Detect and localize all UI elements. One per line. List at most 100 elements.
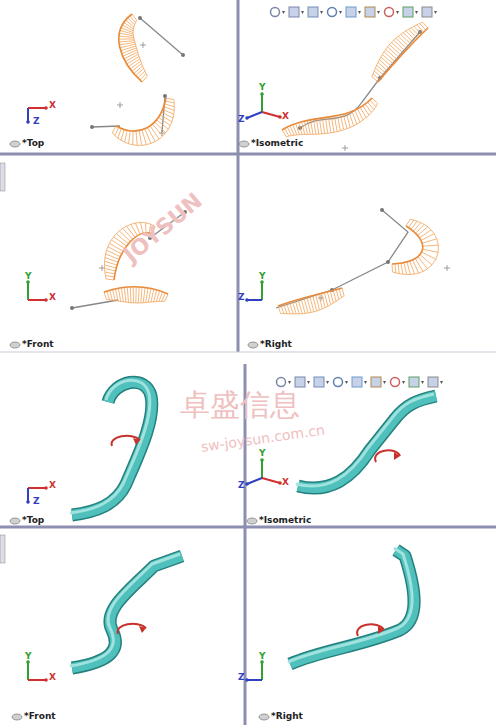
drawing-part <box>377 65 386 73</box>
drawing-part <box>112 126 116 133</box>
drawing-part <box>0 526 496 529</box>
drawing-part <box>404 262 407 274</box>
drawing-part <box>381 57 392 66</box>
drawing-part <box>152 124 162 136</box>
drawing-part <box>99 42 450 301</box>
drawing-part <box>159 292 162 302</box>
drawing-part <box>104 14 438 314</box>
axis-letter: Y <box>259 83 266 92</box>
drawing-part <box>378 62 388 70</box>
drawing-part <box>325 117 327 133</box>
drawing-part <box>328 117 330 133</box>
drawing-part <box>165 101 174 103</box>
drawing-part <box>391 378 400 387</box>
drawing-part <box>239 141 249 147</box>
drawing-part <box>379 60 389 69</box>
axis-letter: X <box>49 101 56 110</box>
drawing-part <box>72 300 118 308</box>
drawing-part <box>322 293 326 307</box>
drawing-part <box>139 626 146 633</box>
drawing-part <box>278 115 282 119</box>
axis-letter: Z <box>33 117 40 126</box>
drawing-part <box>421 234 434 241</box>
drawing-part <box>44 678 48 682</box>
drawing-part <box>296 394 434 486</box>
axis-letter: Z <box>238 293 245 302</box>
drawing-part <box>136 69 144 76</box>
drawing-part <box>112 100 174 146</box>
drawing-part <box>70 380 150 513</box>
drawing-part <box>12 714 22 720</box>
drawing-part <box>121 288 123 302</box>
drawing-part <box>119 36 134 37</box>
drawing-part <box>121 46 136 51</box>
drawing-part <box>402 381 405 384</box>
drawing-part <box>352 377 362 387</box>
drawing-part <box>358 11 361 14</box>
drawing-part <box>409 377 419 387</box>
drawing-part <box>413 223 420 232</box>
drawing-part <box>27 488 29 502</box>
drawing-part <box>299 123 303 135</box>
drawing-part <box>165 104 175 107</box>
drawing-part <box>319 294 323 309</box>
drawing-part <box>300 32 420 128</box>
drawing-part <box>112 436 140 446</box>
drawing-part <box>28 299 46 301</box>
drawing-part <box>118 624 146 634</box>
drawing-part <box>278 481 282 485</box>
drawing-part <box>105 261 118 265</box>
drawing-part <box>281 296 344 314</box>
drawing-part <box>162 293 165 301</box>
drawing-part <box>119 231 130 242</box>
drawing-part <box>380 208 384 212</box>
drawing-part <box>259 714 269 720</box>
drawing-part <box>155 122 166 133</box>
drawing-part <box>310 120 313 134</box>
drawing-part <box>378 626 384 634</box>
drawing-part <box>127 226 135 237</box>
drawing-part <box>326 381 329 384</box>
drawing-part <box>284 304 287 314</box>
axis-letter: Y <box>259 272 266 281</box>
drawing-part <box>365 7 375 17</box>
watermark: 卓盛信息 <box>180 390 300 420</box>
view-name: *Front <box>24 712 56 721</box>
drawing-part <box>406 31 416 40</box>
axis-letter: X <box>282 478 289 487</box>
axis-letter: Z <box>238 115 245 124</box>
drawing-part <box>150 126 159 139</box>
drawing-part <box>423 249 439 252</box>
drawing-part <box>394 452 400 460</box>
drawing-part <box>415 258 423 271</box>
drawing-part <box>163 94 167 98</box>
drawing-part <box>121 129 124 140</box>
drawing-part <box>428 377 438 387</box>
drawing-part <box>414 26 422 34</box>
drawing-part <box>133 20 147 76</box>
drawing-part <box>110 290 113 300</box>
drawing-part <box>115 289 118 301</box>
drawing-part <box>0 352 496 353</box>
drawing-part <box>408 29 417 38</box>
drawing-part <box>10 342 20 348</box>
drawing-part <box>0 535 5 563</box>
drawing-part <box>126 20 134 27</box>
drawing-part <box>374 71 382 77</box>
drawing-part <box>322 118 324 134</box>
drawing-part <box>128 18 135 25</box>
drawing-part <box>290 550 414 664</box>
drawing-part <box>134 66 143 73</box>
drawing-part <box>72 18 420 308</box>
drawing-part <box>421 381 424 384</box>
view-name: *Isometric <box>251 139 303 148</box>
drawing-part <box>261 662 263 680</box>
drawing-part <box>138 287 140 303</box>
drawing-part <box>247 518 257 524</box>
drawing-part <box>302 122 305 135</box>
drawing-part <box>327 292 330 305</box>
drawing-part <box>308 7 318 17</box>
drawing-part <box>392 219 438 274</box>
axis-letter: Z <box>238 481 245 490</box>
drawing-part <box>119 33 133 36</box>
